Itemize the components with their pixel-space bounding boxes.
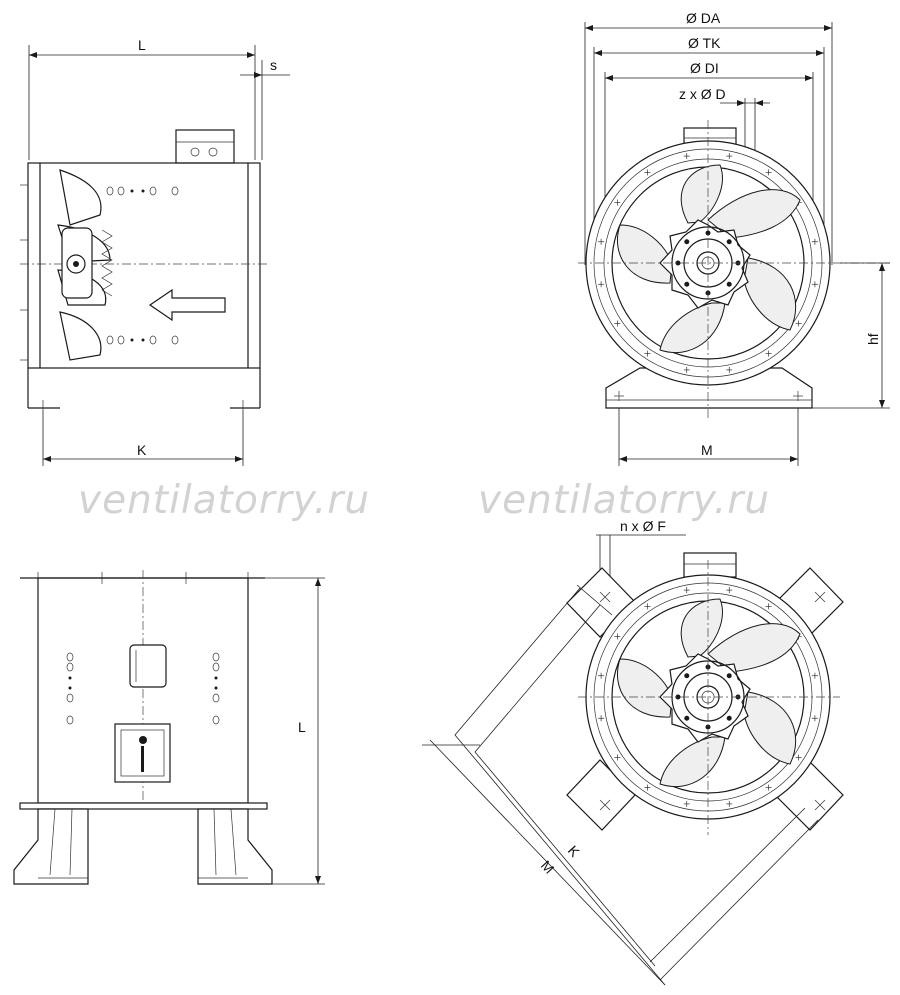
hub-hole bbox=[684, 673, 690, 679]
flange-bolts bbox=[598, 153, 818, 373]
hole-row-bottom bbox=[106, 335, 179, 345]
flange-bolt bbox=[765, 603, 772, 610]
hub-hole bbox=[684, 281, 690, 287]
hub-hole bbox=[675, 694, 681, 700]
dim-label-K-diag: K bbox=[565, 842, 584, 860]
impeller-icon bbox=[616, 164, 801, 354]
hub-hole bbox=[675, 260, 681, 266]
watermark-right: ventilatorry.ru bbox=[478, 478, 771, 523]
hub-hole bbox=[726, 715, 732, 721]
flange-bolt bbox=[598, 238, 605, 245]
flange-bolt bbox=[811, 238, 818, 245]
side-view: L s bbox=[20, 37, 290, 466]
dim-label-M-front: M bbox=[701, 442, 713, 458]
flange-bolt bbox=[726, 800, 733, 807]
flange-bolt bbox=[795, 754, 802, 761]
flange-bolt bbox=[683, 153, 690, 160]
flange-bolt bbox=[644, 350, 651, 357]
dim-label-DI: Ø DI bbox=[690, 60, 719, 76]
dim-label-DA: Ø DA bbox=[686, 10, 721, 26]
flange-bolt bbox=[765, 784, 772, 791]
watermark-left: ventilatorry.ru bbox=[78, 478, 371, 523]
dim-label-hf: hf bbox=[865, 333, 881, 345]
inspection-cover bbox=[129, 644, 167, 688]
impeller-icon bbox=[616, 598, 801, 788]
flange-bolt bbox=[598, 672, 605, 679]
flange-bolt bbox=[683, 587, 690, 594]
flange-bolt bbox=[795, 320, 802, 327]
hub-hole bbox=[726, 673, 732, 679]
support-leg-right bbox=[197, 808, 273, 885]
flange-bolt bbox=[598, 715, 605, 722]
flange-bolt bbox=[644, 169, 651, 176]
flange-bolt bbox=[765, 169, 772, 176]
dim-label-holes-F: n x Ø F bbox=[620, 518, 666, 534]
front-view: Ø DA Ø TK Ø DI z x Ø D bbox=[578, 10, 890, 466]
flange-bolt bbox=[726, 587, 733, 594]
dim-label-M-diag: M bbox=[538, 857, 558, 876]
flange-bolt bbox=[811, 715, 818, 722]
flange-bolt bbox=[644, 603, 651, 610]
vertical-view: L bbox=[13, 570, 325, 885]
flange-bolt bbox=[644, 784, 651, 791]
flange-bolt bbox=[765, 350, 772, 357]
hub-hole bbox=[726, 239, 732, 245]
support-leg-left bbox=[13, 808, 89, 885]
flange-bolt bbox=[598, 281, 605, 288]
flange-bolt bbox=[614, 320, 621, 327]
arrow-left-icon bbox=[148, 288, 226, 322]
dim-label-holes-D: z x Ø D bbox=[679, 86, 726, 102]
flange-bolt bbox=[614, 633, 621, 640]
terminal-box-icon bbox=[175, 129, 235, 164]
dim-label-K-side: K bbox=[137, 442, 147, 458]
impeller-icon bbox=[57, 169, 113, 361]
flange-bolt bbox=[726, 366, 733, 373]
hub-hole bbox=[726, 281, 732, 287]
dim-label-TK: Ø TK bbox=[688, 35, 721, 51]
flange-bolt bbox=[811, 281, 818, 288]
dim-label-s: s bbox=[270, 57, 277, 73]
hub-hole bbox=[684, 715, 690, 721]
hub-hole bbox=[705, 230, 711, 236]
diagonal-view: n x Ø F bbox=[422, 518, 844, 986]
flange-bolt bbox=[614, 754, 621, 761]
flange-bolt bbox=[683, 800, 690, 807]
dim-label-L-vertical: L bbox=[298, 719, 306, 735]
flange-bolt bbox=[811, 672, 818, 679]
flange-bolt bbox=[683, 366, 690, 373]
hub-hole bbox=[684, 239, 690, 245]
flange-bolt bbox=[614, 199, 621, 206]
dim-label-L-side: L bbox=[138, 37, 146, 53]
foot-top-left bbox=[566, 567, 636, 638]
hole-row-top bbox=[106, 186, 179, 196]
flange-bolt bbox=[726, 153, 733, 160]
